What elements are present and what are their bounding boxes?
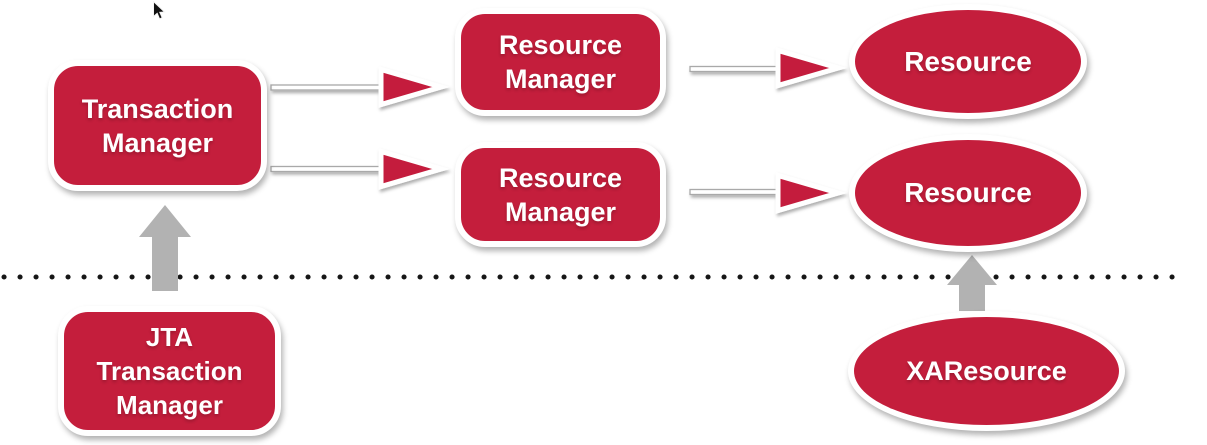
node-label-line: Transaction [81,93,234,124]
arrow-rm2-to-resource-2 [689,172,847,214]
gray-up-arrow-jta-to-transaction-manager [139,205,191,291]
node-resource-manager-2: Resource Manager [455,142,666,247]
node-label-line: XAResource [906,355,1067,386]
node-label-line: Manager [504,64,617,94]
mouse-cursor-icon [153,1,166,20]
node-label-line: Resource [904,177,1032,208]
node-label-line: Resource [904,45,1032,77]
node-label-line: Manager [116,390,223,420]
node-xa-resource: XAResource [848,311,1125,431]
node-transaction-manager: Transaction Manager [48,60,267,191]
node-resource-1: Resource [849,4,1087,119]
node-label-line: Resource [498,162,623,193]
arrow-rm1-to-resource-1 [689,47,847,89]
node-jta-transaction-manager: JTA Transaction Manager [58,306,281,436]
arrow-tm-to-resource-manager-2 [270,148,450,190]
node-resource-2: Resource [849,134,1087,252]
node-label-line: Transaction [96,356,243,386]
node-label-line: Manager [101,127,214,158]
gray-up-arrow-xaresource-to-resource [947,255,997,311]
node-label-line: JTA [145,322,194,352]
node-label-line: Resource [498,30,623,60]
arrow-tm-to-resource-manager-1 [270,66,450,108]
node-label-line: Manager [504,196,617,227]
node-resource-manager-1: Resource Manager [455,8,666,116]
